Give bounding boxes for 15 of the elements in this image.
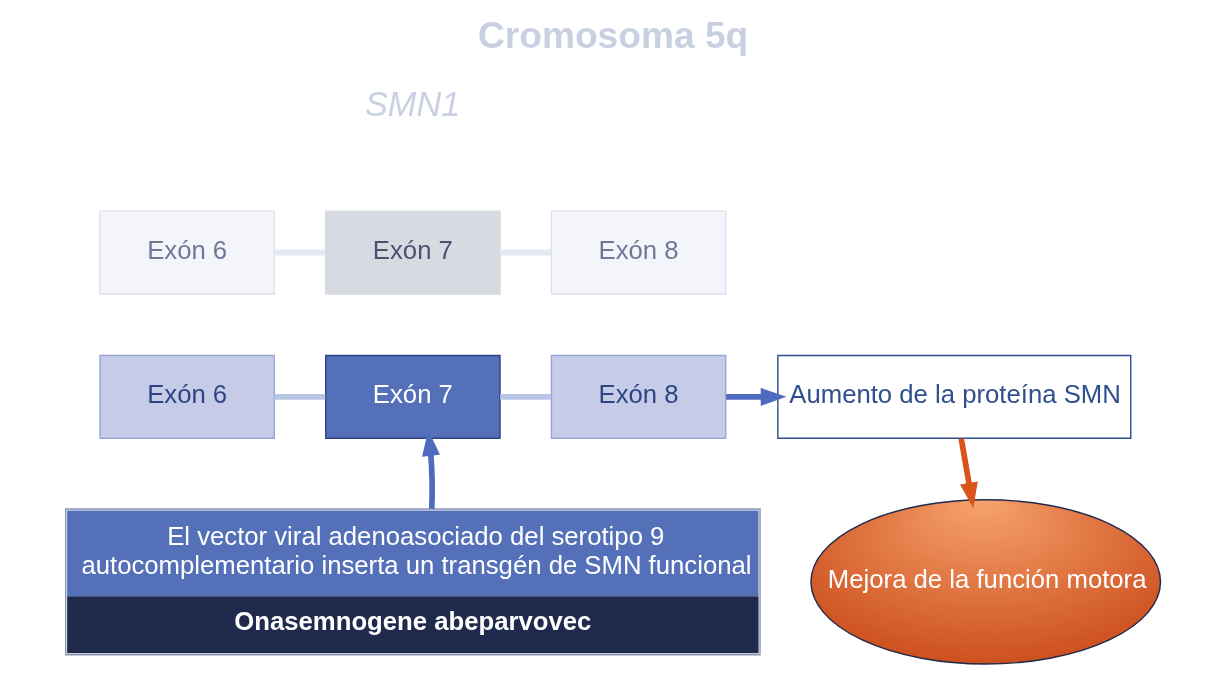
node-box: Exón 7 bbox=[325, 354, 501, 439]
node-box: Exón 6 bbox=[99, 210, 275, 295]
arrow bbox=[958, 438, 978, 509]
node-box: Exón 6 bbox=[99, 354, 275, 439]
arrow bbox=[422, 430, 440, 510]
connector bbox=[500, 249, 551, 256]
connector bbox=[274, 249, 326, 256]
node-box: Aumento de la proteína SMN bbox=[777, 354, 1132, 439]
node-box: Exón 8 bbox=[550, 210, 727, 295]
connector bbox=[274, 394, 326, 400]
node-ellipse: Mejora de la función motora bbox=[810, 499, 1162, 665]
node-box: Exón 8 bbox=[550, 354, 727, 439]
arrow bbox=[726, 387, 787, 406]
node-box: Exón 7 bbox=[325, 210, 501, 295]
connector bbox=[500, 394, 551, 400]
